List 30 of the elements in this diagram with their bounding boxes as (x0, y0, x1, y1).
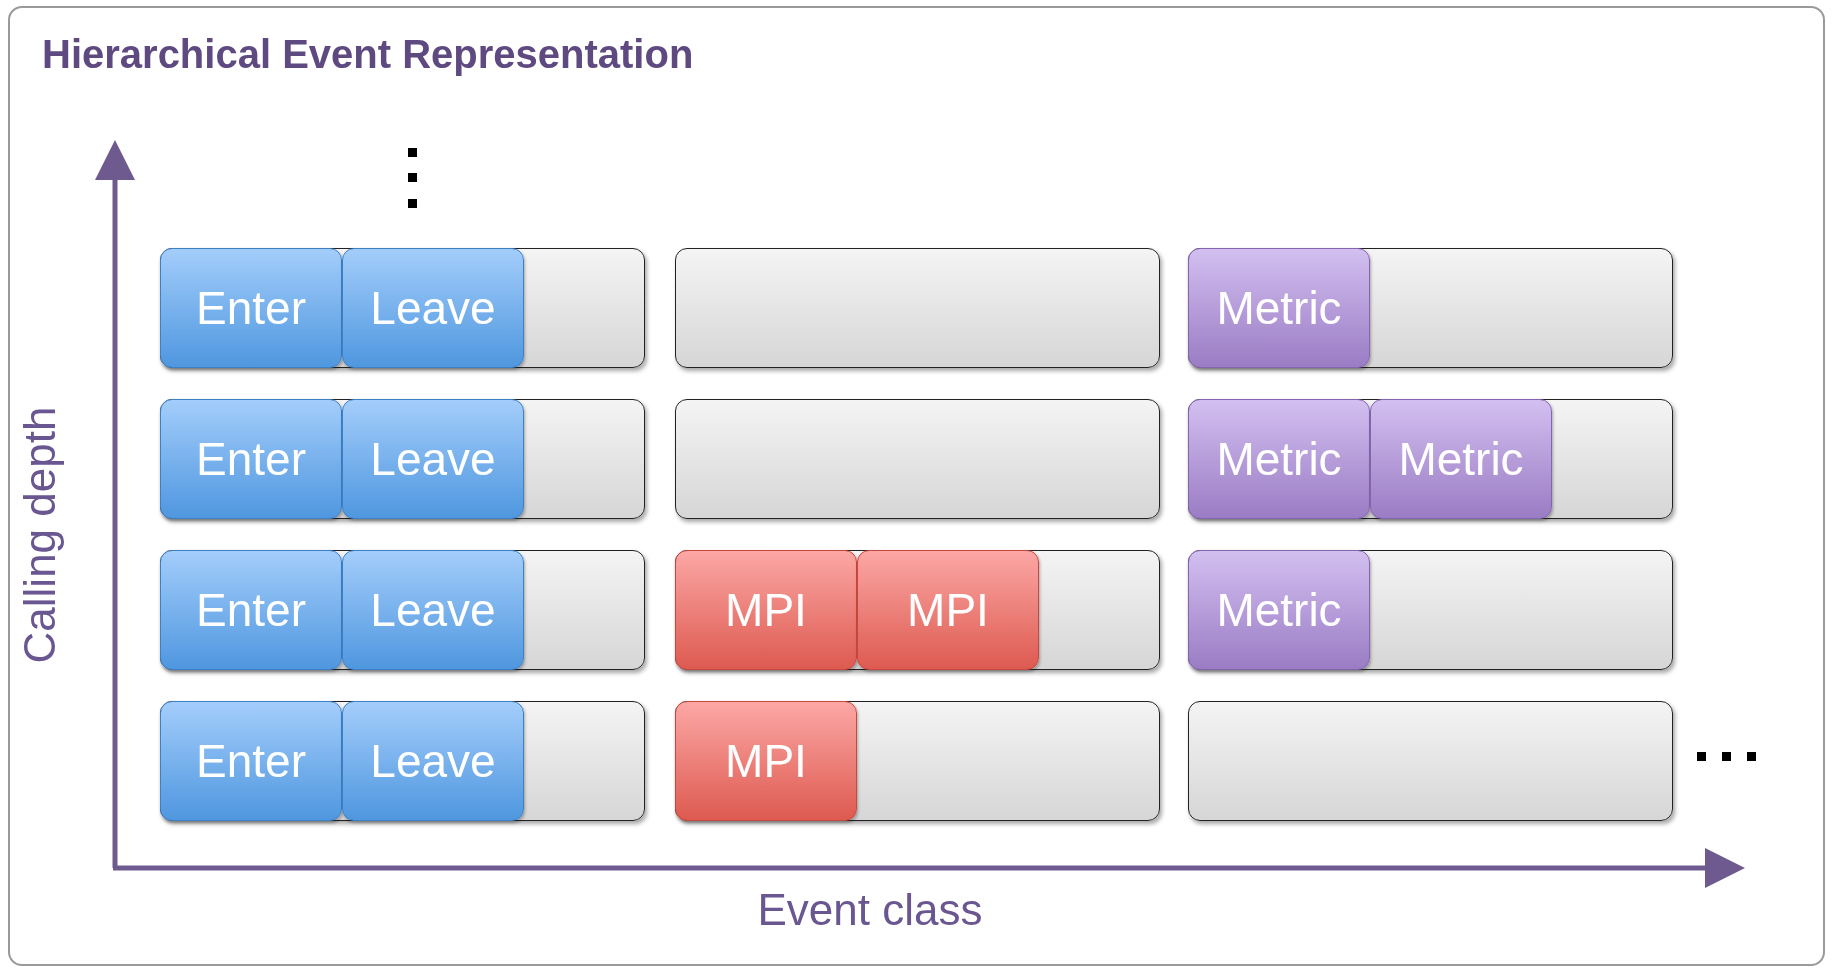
event-chip: Metric (1188, 248, 1370, 368)
event-chip: Leave (342, 399, 524, 519)
event-chip: Enter (160, 399, 342, 519)
event-bar (1188, 550, 1673, 670)
event-bar (160, 248, 645, 368)
event-bar (1188, 701, 1673, 821)
event-bar (160, 399, 645, 519)
event-bar (160, 701, 645, 821)
event-bar (1188, 399, 1673, 519)
event-chip: Metric (1370, 399, 1552, 519)
event-bar (675, 248, 1160, 368)
event-chip: Leave (342, 701, 524, 821)
event-bar (675, 399, 1160, 519)
diagram-title: Hierarchical Event Representation (42, 32, 694, 77)
event-bar (160, 550, 645, 670)
event-chip: Enter (160, 550, 342, 670)
event-chip: MPI (857, 550, 1039, 670)
event-chip: Leave (342, 248, 524, 368)
event-chip: Enter (160, 701, 342, 821)
event-bar (675, 701, 1160, 821)
event-chip: Metric (1188, 399, 1370, 519)
axis-title: Event class (757, 885, 983, 935)
event-chip: Leave (342, 550, 524, 670)
event-chip: Metric (1188, 550, 1370, 670)
event-chip: MPI (675, 701, 857, 821)
event-bar (675, 550, 1160, 670)
axis-title: Calling depth (15, 406, 65, 664)
event-chip: Enter (160, 248, 342, 368)
event-chip: MPI (675, 550, 857, 670)
event-bar (1188, 248, 1673, 368)
